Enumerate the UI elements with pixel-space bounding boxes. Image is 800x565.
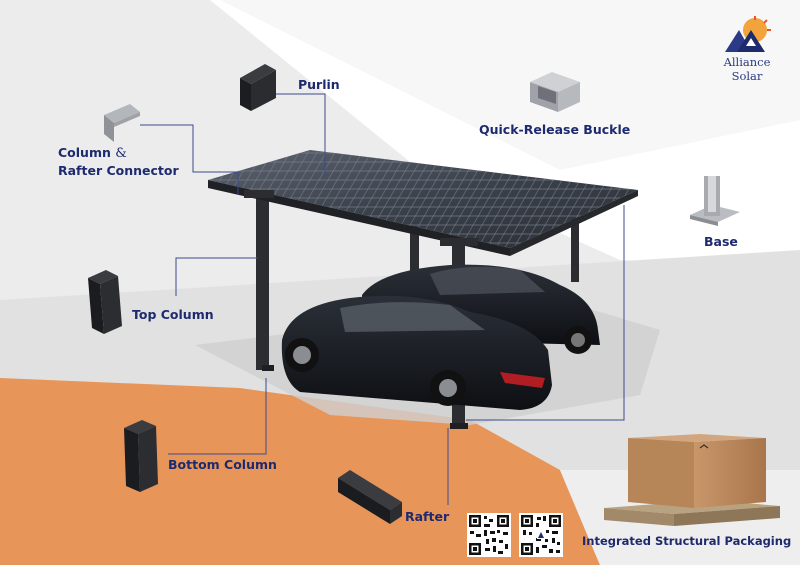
label-top-column: Top Column <box>132 307 214 322</box>
rafter-part-icon <box>338 470 402 524</box>
label-base: Base <box>704 234 738 249</box>
car-front <box>281 295 552 410</box>
quick-release-buckle-icon <box>530 72 580 112</box>
shipping-box-icon <box>604 434 780 526</box>
label-ampersand: & <box>115 146 127 161</box>
purlin-part-icon <box>240 64 276 111</box>
bottom-column-icon <box>124 420 158 492</box>
label-rafter: Rafter <box>405 509 450 524</box>
column-rafter-connector-icon <box>104 104 140 142</box>
label-bottom-column: Bottom Column <box>168 457 277 472</box>
label-rafter-connector: Rafter Connector <box>58 163 179 178</box>
brand-name: Alliance Solar <box>723 55 771 83</box>
label-column-text: Column <box>58 145 111 160</box>
label-packaging: Integrated Structural Packaging <box>582 534 792 548</box>
base-plate-icon <box>690 176 740 226</box>
top-column-icon <box>88 270 122 334</box>
qr-code-icon[interactable] <box>519 513 563 557</box>
leader-lines <box>140 93 625 505</box>
label-purlin: Purlin <box>298 77 340 92</box>
alliance-solar-logo-icon <box>725 16 771 52</box>
label-column: Column & <box>58 145 127 161</box>
brand-logo: Alliance Solar <box>707 16 787 83</box>
carport-structure <box>208 150 638 429</box>
label-quick-release-buckle: Quick-Release Buckle <box>479 122 631 137</box>
qr-code-icon[interactable] <box>467 513 511 557</box>
